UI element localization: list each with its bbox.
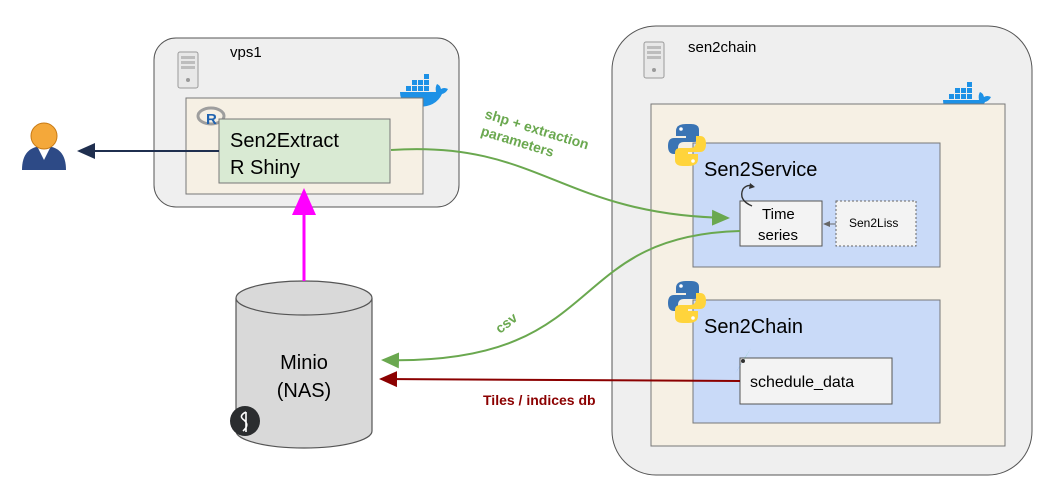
server-icon <box>177 51 199 89</box>
airflow-icon <box>731 348 755 374</box>
sen2extract-line1: Sen2Extract <box>230 130 339 152</box>
user-icon <box>22 122 66 170</box>
minio-line2: (NAS) <box>277 380 331 402</box>
server-icon <box>643 41 665 79</box>
schedule-data-box <box>739 357 893 405</box>
schedule-data-label: schedule_data <box>750 374 854 391</box>
tiles-edge <box>379 371 741 388</box>
tiles-edge-label: Tiles / indices db <box>483 392 596 408</box>
shp-params-edge <box>390 148 730 226</box>
minio-line1: Minio <box>280 352 328 374</box>
sen2liss-label: Sen2Liss <box>849 216 898 230</box>
svg-text:R: R <box>206 111 217 128</box>
sen2chain-host: sen2chain Sen2Service Time series Sen2Li… <box>611 25 1033 476</box>
r-logo-icon: R <box>196 106 226 128</box>
sen2extract-box <box>218 118 391 184</box>
csv-edge-label: csv <box>492 309 520 336</box>
sen2extract-line2: R Shiny <box>230 157 300 179</box>
sen2service-title: Sen2Service <box>704 159 817 181</box>
time-series-box <box>739 200 823 247</box>
sen2liss-box <box>835 200 917 247</box>
vps1-host-label: vps1 <box>230 44 262 61</box>
time-series-line2: series <box>758 227 798 244</box>
sen2chain-title: Sen2Chain <box>704 316 803 338</box>
vps1-host: vps1 R Sen2Extract R Shiny <box>153 37 460 208</box>
sen2chain-host-label: sen2chain <box>688 39 756 56</box>
time-series-line1: Time <box>762 206 795 223</box>
minio-storage: Minio (NAS) <box>230 280 373 449</box>
csv-edge <box>381 230 741 369</box>
minio-icon <box>230 406 260 436</box>
